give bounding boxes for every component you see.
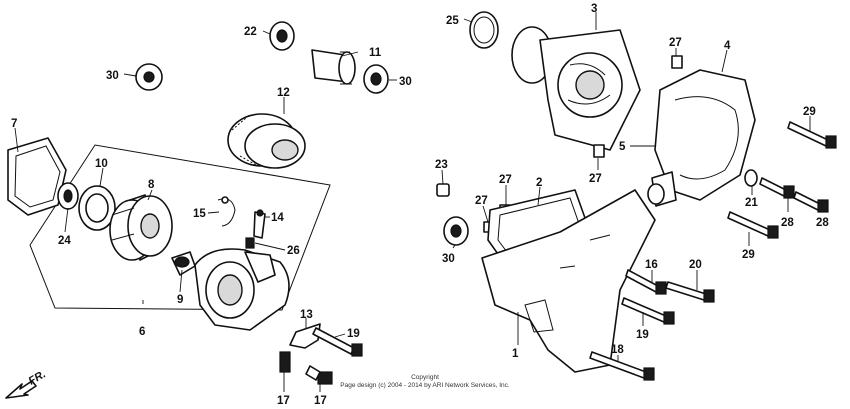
bolt-16[interactable]	[625, 269, 667, 295]
callout-4: 4	[724, 40, 731, 52]
callout-8: 8	[148, 179, 155, 191]
impeller-9[interactable]	[171, 251, 196, 276]
pump-cover-4[interactable]	[647, 69, 756, 207]
callout-26: 26	[287, 245, 300, 257]
plug-17-b[interactable]	[305, 365, 333, 385]
callout-30-b: 30	[399, 76, 412, 88]
callout-14: 14	[271, 212, 284, 224]
bolt-19-left[interactable]	[312, 327, 363, 357]
copyright-notice: Copyright Page design (c) 2004 - 2014 by…	[340, 374, 510, 389]
shaft-11[interactable]	[311, 49, 356, 85]
seal-24[interactable]	[57, 182, 79, 210]
callout-19-a: 19	[347, 328, 360, 340]
bearing-30-upper[interactable]	[363, 64, 389, 94]
callout-17-b: 17	[314, 395, 327, 407]
bolt-29-lower[interactable]	[727, 211, 779, 239]
callout-labels: 1 2 3 4 5 6 7 8 9 10 11 12 13 14 15 16 1…	[11, 3, 829, 407]
callout-7: 7	[11, 118, 17, 130]
callout-12: 12	[277, 87, 290, 99]
bolt-28-b[interactable]	[793, 191, 829, 213]
callout-29-b: 29	[742, 249, 755, 261]
bearing-30-right[interactable]	[443, 216, 469, 246]
bolt-18[interactable]	[589, 351, 655, 381]
callout-30-a: 30	[106, 70, 119, 82]
callout-17-a: 17	[277, 395, 290, 407]
callout-21: 21	[745, 197, 758, 209]
gasket-7[interactable]	[7, 137, 67, 216]
dowel-27-b[interactable]	[593, 144, 605, 158]
callout-28-a: 28	[781, 217, 794, 229]
rotor-8[interactable]	[109, 194, 173, 261]
callout-3: 3	[591, 3, 597, 15]
callout-29-a: 29	[803, 106, 816, 118]
fitting-26[interactable]	[245, 237, 255, 249]
callout-10: 10	[95, 158, 108, 170]
bolt-19-right[interactable]	[621, 297, 675, 325]
callout-19-b: 19	[636, 329, 649, 341]
copyright-line-2: Page design (c) 2004 - 2014 by ARI Netwo…	[340, 382, 510, 389]
callout-16: 16	[645, 259, 658, 271]
callout-2: 2	[536, 177, 542, 189]
pump-body-6[interactable]	[194, 248, 290, 331]
bearing-10[interactable]	[78, 185, 116, 231]
copyright-line-1: Copyright	[411, 374, 439, 381]
callout-18: 18	[611, 344, 624, 356]
direction-label: FR.	[27, 368, 48, 387]
pump-housing-3[interactable]	[511, 26, 641, 151]
callout-27-c: 27	[499, 174, 512, 186]
bolt-29-upper[interactable]	[787, 121, 837, 149]
bolt-28-a[interactable]	[759, 177, 795, 199]
callout-13: 13	[300, 309, 313, 321]
callout-22: 22	[244, 26, 257, 38]
callout-11: 11	[369, 47, 382, 59]
callout-5: 5	[619, 141, 626, 153]
callout-27-d: 27	[475, 195, 488, 207]
clip-15[interactable]	[217, 196, 236, 227]
plug-17-a[interactable]	[279, 351, 291, 373]
bolt-20[interactable]	[665, 281, 715, 303]
callout-15: 15	[193, 208, 206, 220]
callout-27-a: 27	[669, 37, 682, 49]
callout-30-c: 30	[442, 253, 455, 265]
callout-27-b: 27	[589, 173, 602, 185]
o-ring-25[interactable]	[469, 11, 499, 49]
bracket-13[interactable]	[289, 323, 321, 349]
front-direction-indicator: FR.	[5, 368, 48, 399]
bearing-30-left[interactable]	[135, 63, 163, 91]
callout-6: 6	[139, 326, 145, 338]
callout-9: 9	[177, 294, 183, 306]
callout-20: 20	[689, 259, 702, 271]
leader-lines	[14, 12, 811, 392]
callout-28-b: 28	[816, 217, 829, 229]
bearing-22[interactable]	[269, 21, 295, 51]
washer-21[interactable]	[744, 169, 758, 187]
callout-23: 23	[435, 159, 448, 171]
gear-assembly-12[interactable]	[227, 113, 306, 169]
callout-1: 1	[512, 348, 519, 360]
dowel-27-a[interactable]	[671, 55, 683, 69]
callout-25: 25	[446, 15, 459, 27]
cap-23[interactable]	[436, 183, 450, 197]
callout-24: 24	[58, 235, 71, 247]
assembly-6-outline	[29, 144, 331, 311]
bolt-14[interactable]	[253, 209, 266, 239]
front-arrow-icon	[5, 380, 37, 399]
